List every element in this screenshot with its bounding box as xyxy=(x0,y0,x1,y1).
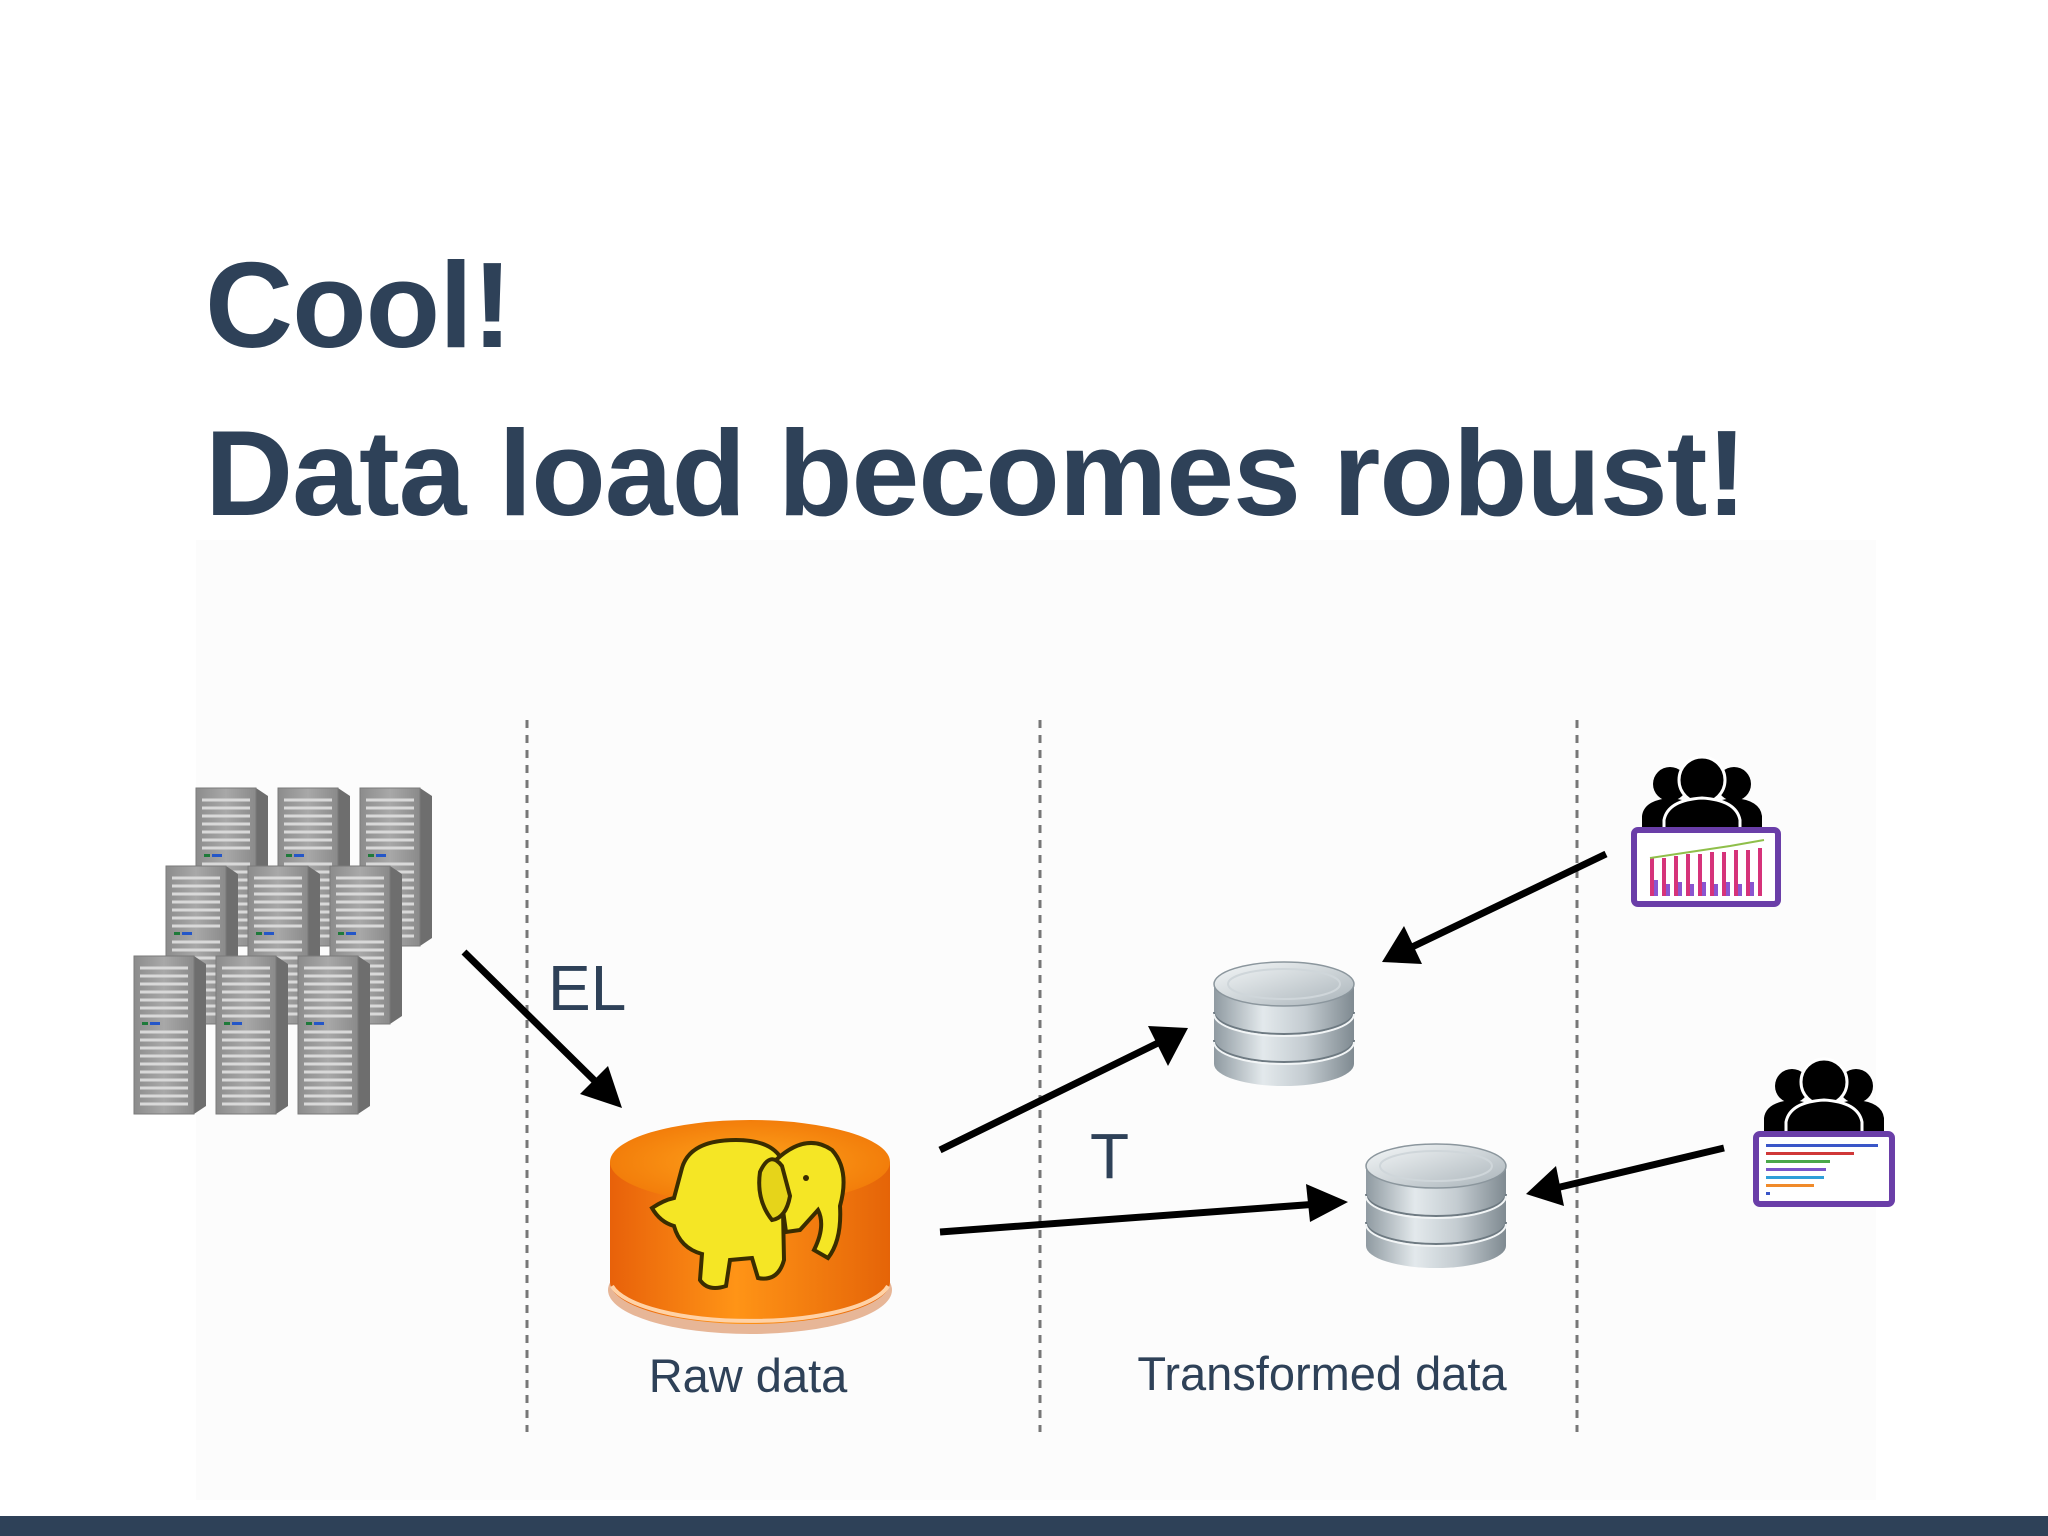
raw-data-label: Raw data xyxy=(649,1349,848,1402)
slide-body-panel xyxy=(196,540,1876,1500)
footer-bar xyxy=(0,1516,2048,1536)
hadoop-elephant-icon xyxy=(608,1120,892,1334)
transformed-data-label: Transformed data xyxy=(1137,1347,1507,1400)
database-icon xyxy=(1365,1143,1507,1269)
user-group-icon xyxy=(1762,1057,1886,1140)
el-label: EL xyxy=(548,952,626,1024)
el-arrow xyxy=(461,949,603,1089)
t-arrow-lower xyxy=(939,1200,1319,1236)
query-arrow-lower xyxy=(1555,1144,1725,1192)
t-label: T xyxy=(1090,1120,1129,1192)
title-line-1: Cool! xyxy=(205,237,513,373)
bar-chart-dashboard-icon xyxy=(1631,827,1781,907)
title-line-2: Data load becomes robust! xyxy=(205,405,1747,541)
server-rack-icon xyxy=(132,786,434,1116)
database-icon xyxy=(1213,961,1355,1087)
user-group-icon xyxy=(1640,755,1764,838)
query-arrow-upper xyxy=(1408,850,1608,952)
list-report-dashboard-icon xyxy=(1753,1131,1895,1207)
t-arrow-upper xyxy=(938,1038,1162,1154)
